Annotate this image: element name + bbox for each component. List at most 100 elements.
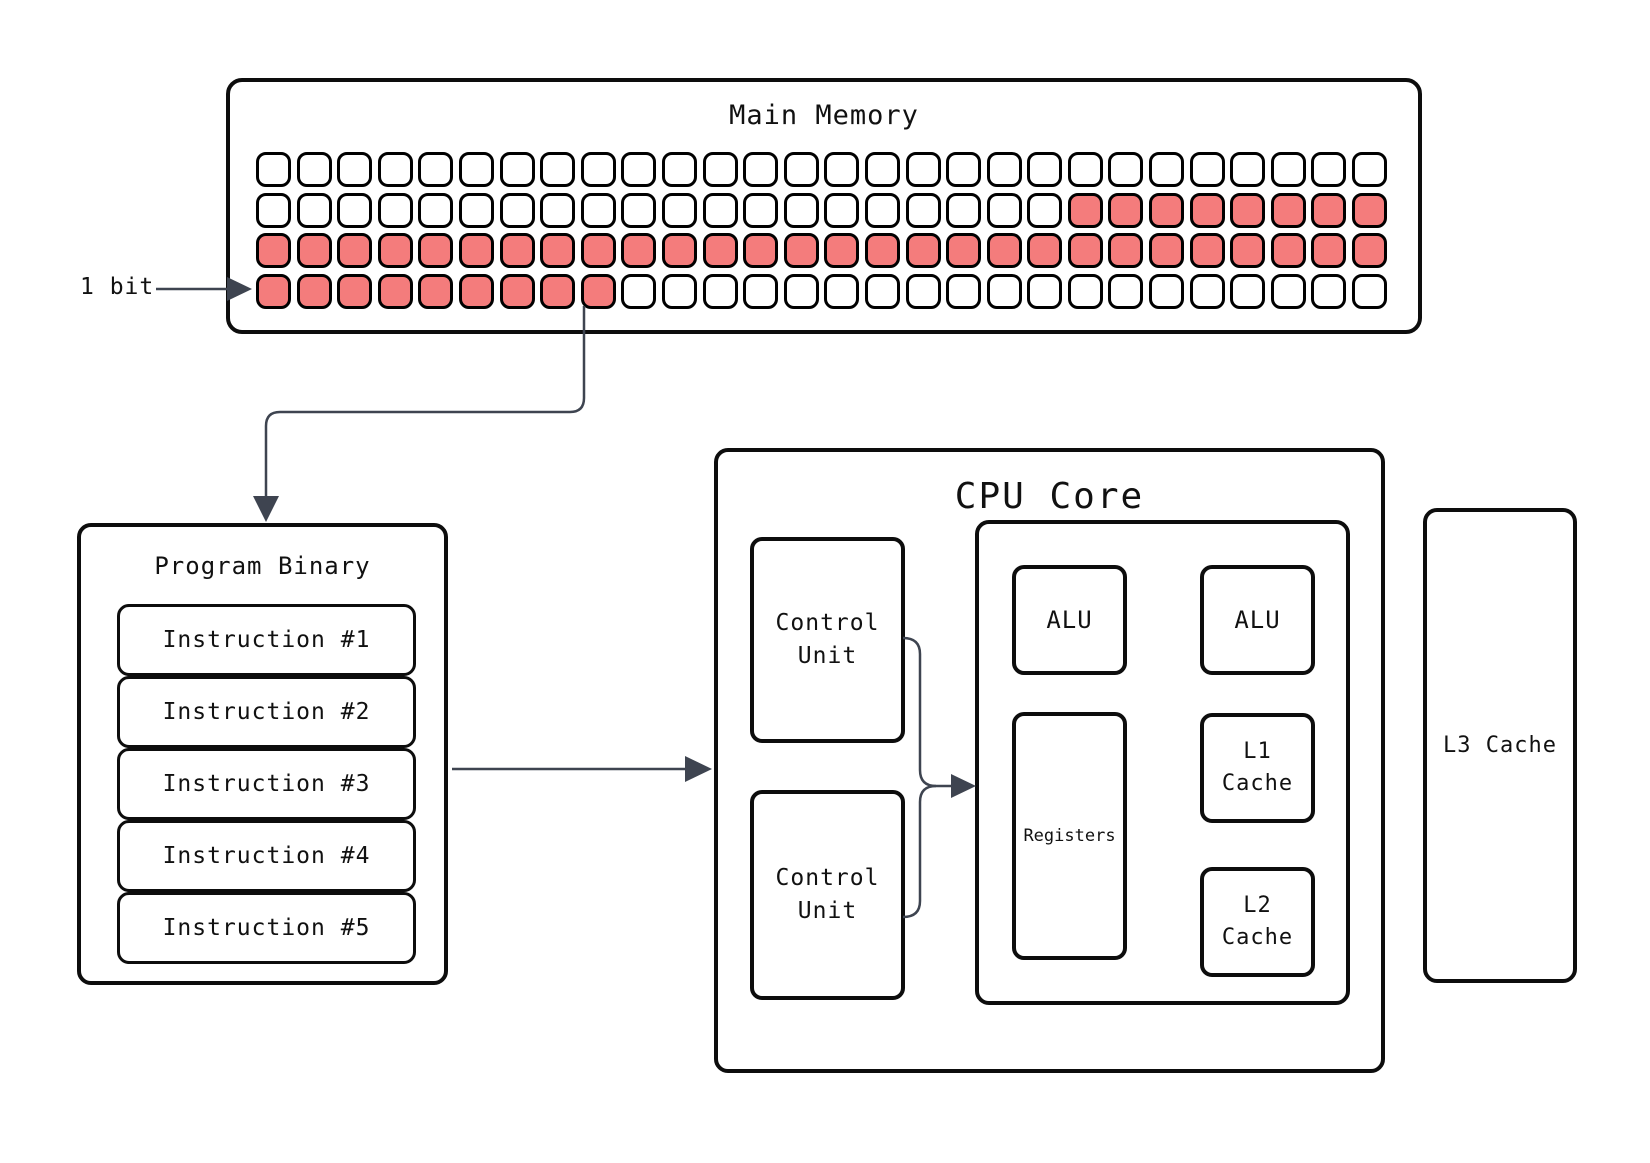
memory-bit-cell [743,273,779,309]
memory-bit-cell [783,152,819,187]
memory-bit-cell [1067,192,1103,228]
memory-bit-cell [540,152,576,187]
instruction-row: Instruction #4 [117,820,416,892]
memory-bit-cell [580,233,616,269]
memory-bit-cell [1108,152,1144,187]
main-memory-title: Main Memory [729,100,919,131]
memory-bit-cell [1027,152,1063,187]
memory-bit-cell [540,273,576,309]
memory-bit-cell [1189,152,1225,187]
memory-to-binary-arrowhead-icon [253,496,279,522]
instruction-row: Instruction #2 [117,676,416,748]
memory-bit-cell [1108,192,1144,228]
memory-bit-cell [986,152,1022,187]
program-binary-title: Program Binary [154,552,371,580]
memory-bit-cell [946,152,982,187]
registers-box: Registers [1012,712,1127,960]
alu-2-label: ALU [1234,605,1281,634]
l2-cache-label: L2 Cache [1221,893,1294,950]
memory-bit-cell [702,192,738,228]
memory-bit-cell [1270,152,1306,187]
memory-bit-cell [1108,273,1144,309]
memory-bit-cell [418,233,454,269]
l3-cache-box: L3 Cache [1423,508,1577,983]
memory-bit-cell [499,233,535,269]
memory-bit-cell [824,152,860,187]
memory-bit-cell [580,152,616,187]
memory-bit-cell [1270,192,1306,228]
memory-bit-cell [621,192,657,228]
memory-bit-cell [986,192,1022,228]
memory-bit-cell [621,273,657,309]
memory-bit-cell [418,273,454,309]
memory-bit-cell [1270,273,1306,309]
memory-bit-cell [337,192,373,228]
memory-bit-cell [377,152,413,187]
memory-bit-cell [743,233,779,269]
memory-bit-cell [1067,152,1103,187]
memory-bit-cell [418,192,454,228]
memory-bit-cell [296,152,332,187]
memory-bit-cell [1067,273,1103,309]
memory-bit-cell [337,233,373,269]
memory-bit-cell [946,192,982,228]
memory-bit-cell [1149,152,1185,187]
memory-bit-cell [1189,192,1225,228]
memory-bit-cell [986,233,1022,269]
memory-bit-cell [905,152,941,187]
memory-bit-cell [296,192,332,228]
memory-bit-cell [1352,273,1388,309]
registers-label: Registers [1023,825,1116,846]
memory-bit-cell [377,233,413,269]
memory-bit-cell [702,273,738,309]
instruction-row: Instruction #1 [117,604,416,676]
memory-to-binary-arrow [253,306,586,522]
memory-bit-cell [499,152,535,187]
memory-bit-cell [1027,273,1063,309]
memory-bit-cell [256,233,291,269]
memory-bit-cell [296,233,332,269]
binary-to-cpu-arrow [452,756,712,782]
memory-bit-cell [702,233,738,269]
alu-1-label: ALU [1046,605,1093,634]
instruction-row: Instruction #5 [117,892,416,964]
memory-bit-cell [377,273,413,309]
memory-bit-cell [337,152,373,187]
cpu-core-title: CPU Core [954,476,1145,517]
memory-bit-cell [621,152,657,187]
memory-bit-cell [1352,152,1388,187]
memory-bit-cell [1230,273,1266,309]
memory-bit-cell [905,273,941,309]
memory-bit-cell [499,192,535,228]
memory-bit-cell [337,273,373,309]
memory-bit-cell [661,192,697,228]
memory-bit-cell [783,273,819,309]
l2-cache-box: L2 Cache [1200,867,1315,977]
memory-bit-cell [580,273,616,309]
memory-bit-cell [458,273,494,309]
memory-bit-cell [1311,152,1347,187]
memory-bit-cell [1149,192,1185,228]
memory-bit-cell [1352,233,1388,269]
control-unit-1-label: Control Unit [775,609,880,669]
memory-bit-cell [499,273,535,309]
l1-cache-label: L1 Cache [1221,739,1294,796]
memory-bit-cell [824,192,860,228]
memory-bit-cell [661,152,697,187]
memory-bit-cell [864,192,900,228]
main-memory-box: Main Memory [226,78,1422,334]
memory-bit-cell [540,233,576,269]
memory-bit-cell [661,273,697,309]
memory-bit-cell [1311,192,1347,228]
memory-bit-grid [256,152,1388,309]
memory-bit-cell [702,152,738,187]
memory-bit-cell [864,273,900,309]
memory-bit-cell [743,152,779,187]
memory-bit-cell [1311,273,1347,309]
memory-bit-cell [986,273,1022,309]
control-unit-2-box: Control Unit [750,790,905,1000]
memory-bit-cell [256,152,291,187]
alu-1-box: ALU [1012,565,1127,675]
